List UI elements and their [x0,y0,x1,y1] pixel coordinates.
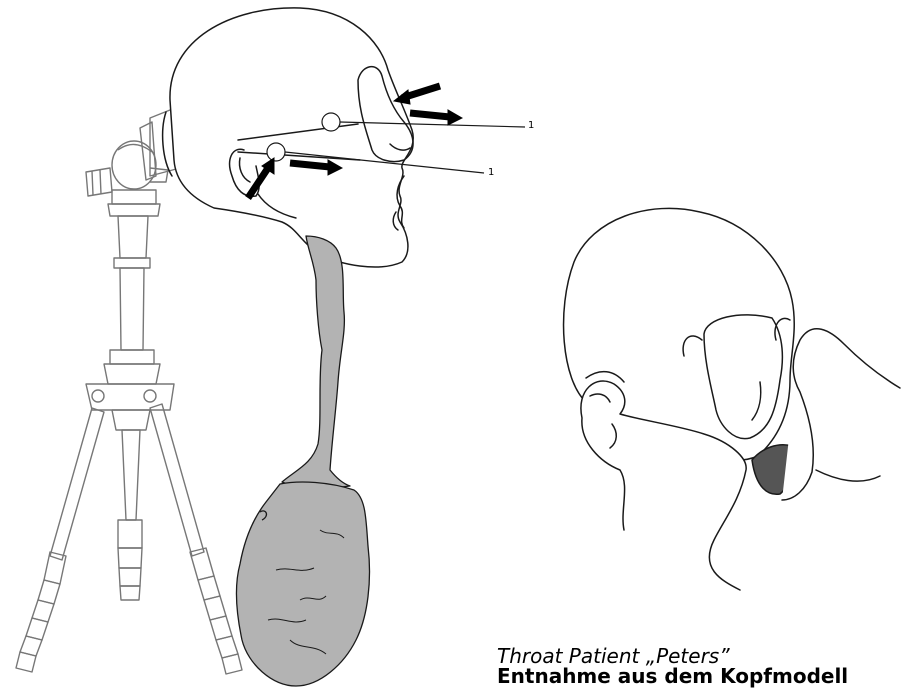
head-model [163,8,414,267]
tripod-leg-left [16,408,104,672]
callout-marker-ear [267,143,285,161]
tripod-hub [86,384,174,410]
callout-label-nasal: 1 [528,121,534,131]
head-in-hands [564,208,900,590]
tripod-leg-right [150,404,242,674]
callout-label-ear: 1 [488,168,494,178]
airway-model [236,236,369,686]
tripod-leg-center [118,430,142,600]
trachea [282,236,350,489]
caption-subtitle: Entnahme aus dem Kopfmodell [497,664,848,688]
arrow-into-nose [394,86,440,104]
lung [236,482,369,686]
arrow-out-of-nose [410,110,462,125]
tripod-center-column [118,216,148,258]
callout-marker-nasal [322,113,340,131]
right-hand [782,329,900,500]
tripod-knob [86,168,112,196]
head-outline [170,8,413,267]
